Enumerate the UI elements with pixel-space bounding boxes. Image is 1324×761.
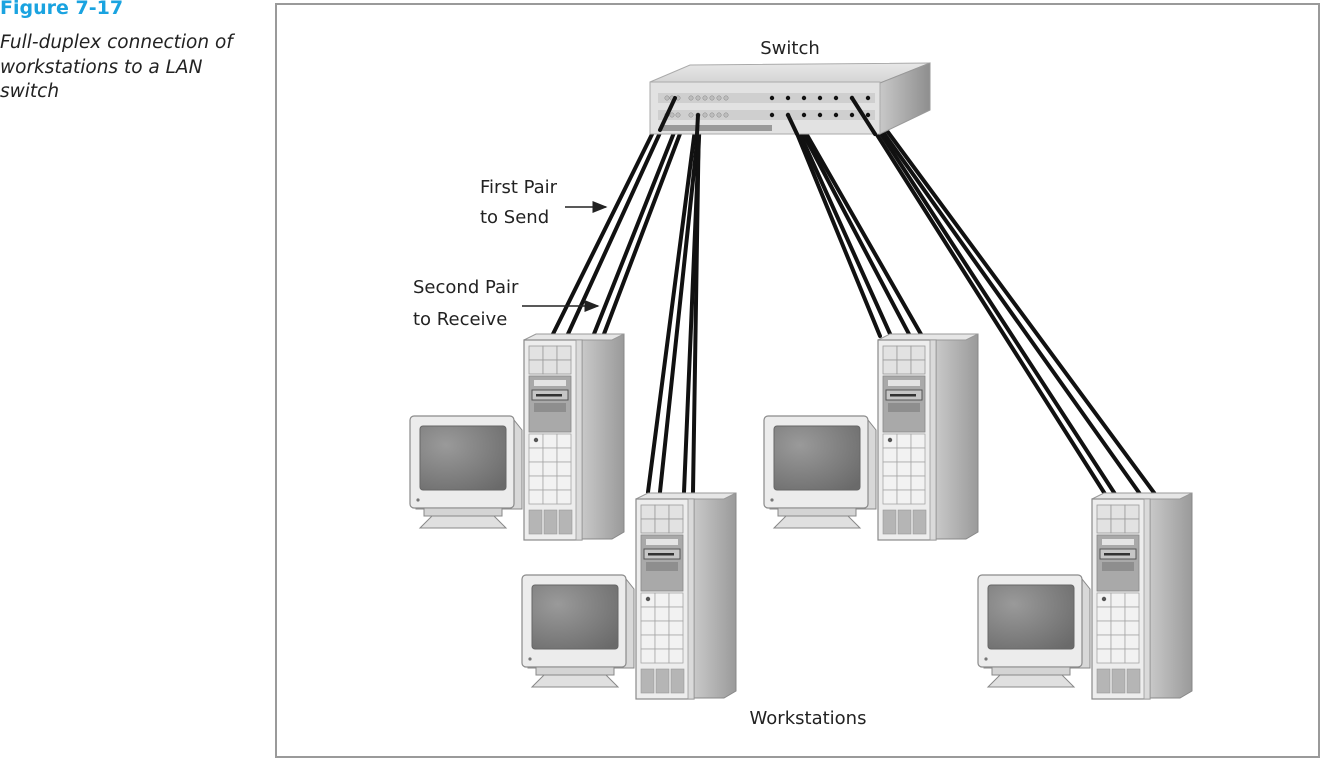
cable-ws2-b <box>658 112 702 494</box>
workstation-4 <box>977 492 1193 700</box>
second-pair-label-line2: to Receive <box>413 309 507 330</box>
cable-ws2-d <box>691 112 701 494</box>
cable-ws3-d <box>793 112 924 338</box>
cable-ws1-recv-b <box>602 108 691 336</box>
figure-description: Full-duplex connection of workstations t… <box>0 32 233 102</box>
cable-ws1-send-a <box>551 98 671 336</box>
cable-ws1-recv-a <box>592 108 685 336</box>
cables <box>551 95 1157 496</box>
cable-ws4-b <box>855 95 1117 496</box>
workstation-3 <box>763 333 979 541</box>
switch-label: Switch <box>760 38 820 59</box>
workstations-label: Workstations <box>750 708 867 729</box>
cable-ws3-c <box>791 112 912 338</box>
switch-device <box>649 62 931 136</box>
workstation-1 <box>409 333 625 541</box>
first-pair-label-line1: First Pair <box>480 177 558 198</box>
figure-number: Figure 7-17 <box>0 0 124 19</box>
first-pair-label-line2: to Send <box>480 207 549 228</box>
cable-ws4-a <box>851 95 1107 496</box>
cable-ws1-send-b <box>566 98 677 336</box>
second-pair-label-line1: Second Pair <box>413 277 519 298</box>
cable-ws3-a <box>787 112 882 338</box>
cable-ws2-a <box>646 112 699 494</box>
cable-ws4-d <box>863 99 1157 496</box>
cable-ws3-b <box>789 112 893 338</box>
cable-ws4-c <box>859 99 1142 496</box>
